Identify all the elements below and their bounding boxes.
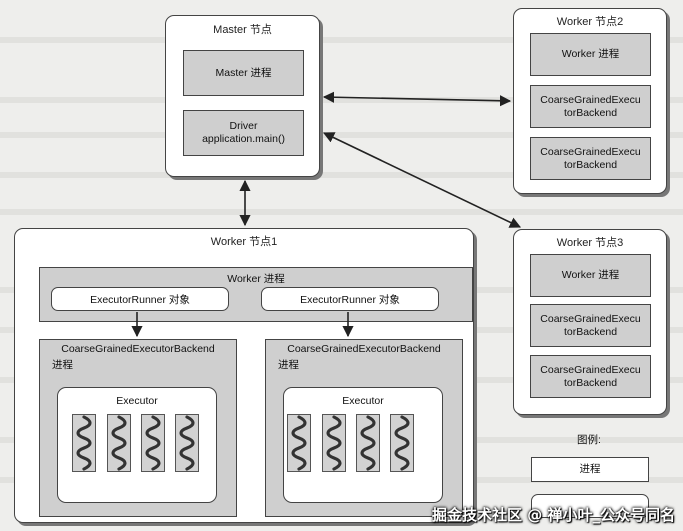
- worker2-backend-1-line1: CoarseGrainedExecu: [540, 93, 641, 106]
- master-process: Master 进程: [183, 50, 304, 96]
- worker3-backend-2-line1: CoarseGrainedExecu: [540, 363, 641, 376]
- driver-main-label: application.main(): [202, 133, 285, 145]
- executor-runner-right: ExecutorRunner 对象: [261, 287, 439, 311]
- worker3-backend-1-line2: torBackend: [563, 325, 618, 338]
- worker2-process-label: Worker 进程: [561, 48, 620, 60]
- worker2-backend-1: CoarseGrainedExecu torBackend: [530, 85, 651, 128]
- watermark: 掘金技术社区 @ 禅小叶_公众号同名: [432, 506, 675, 524]
- worker-node-1-title: Worker 节点1: [210, 236, 278, 248]
- backend-right-process: CoarseGrainedExecutorBackend 进程 Executor: [265, 339, 463, 517]
- worker3-process-label: Worker 进程: [561, 269, 620, 281]
- backend-right-label: CoarseGrainedExecutorBackend: [287, 343, 441, 355]
- backend-left-process: CoarseGrainedExecutorBackend 进程 Executor: [39, 339, 237, 517]
- worker-node-3-title: Worker 节点3: [556, 237, 624, 249]
- worker3-backend-2: CoarseGrainedExecu torBackend: [530, 355, 651, 398]
- driver-label: Driver: [229, 120, 258, 132]
- worker2-backend-1-line2: torBackend: [563, 106, 618, 119]
- worker2-backend-2-line2: torBackend: [563, 158, 618, 171]
- legend-title: 图例:: [577, 434, 601, 446]
- backend-left-sub: 进程: [52, 359, 73, 371]
- legend-process-swatch: 进程: [531, 457, 649, 482]
- master-node: Master 节点 Master 进程 Driver application.m…: [165, 15, 320, 177]
- executor-left-label: Executor: [116, 395, 158, 407]
- worker-node-2: Worker 节点2 Worker 进程 CoarseGrainedExecu …: [513, 8, 667, 194]
- worker3-process: Worker 进程: [530, 254, 651, 297]
- worker3-backend-1-line1: CoarseGrainedExecu: [540, 312, 641, 325]
- worker-node-3: Worker 节点3 Worker 进程 CoarseGrainedExecu …: [513, 229, 667, 415]
- worker-node-1: Worker 节点1 Worker 进程 ExecutorRunner 对象 E…: [14, 228, 474, 523]
- worker2-process: Worker 进程: [530, 33, 651, 76]
- executor-right-label: Executor: [342, 395, 384, 407]
- legend-object-swatch: [531, 494, 649, 518]
- worker2-backend-2-line1: CoarseGrainedExecu: [540, 145, 641, 158]
- worker1-process-label: Worker 进程: [227, 273, 285, 285]
- executor-left: Executor: [57, 387, 217, 503]
- worker2-backend-2: CoarseGrainedExecu torBackend: [530, 137, 651, 180]
- backend-left-label: CoarseGrainedExecutorBackend: [61, 343, 215, 355]
- backend-right-sub: 进程: [278, 359, 299, 371]
- executor-runner-right-label: ExecutorRunner 对象: [300, 293, 400, 306]
- worker-node-2-title: Worker 节点2: [556, 16, 624, 28]
- worker3-backend-1: CoarseGrainedExecu torBackend: [530, 304, 651, 347]
- master-process-label: Master 进程: [215, 66, 272, 79]
- driver-process: Driver application.main(): [183, 110, 304, 156]
- executor-runner-left: ExecutorRunner 对象: [51, 287, 229, 311]
- legend-process-label: 进程: [579, 463, 601, 475]
- master-node-title: Master 节点: [213, 24, 272, 36]
- executor-right: Executor: [283, 387, 443, 503]
- executor-runner-left-label: ExecutorRunner 对象: [90, 293, 190, 306]
- worker3-backend-2-line2: torBackend: [563, 376, 618, 389]
